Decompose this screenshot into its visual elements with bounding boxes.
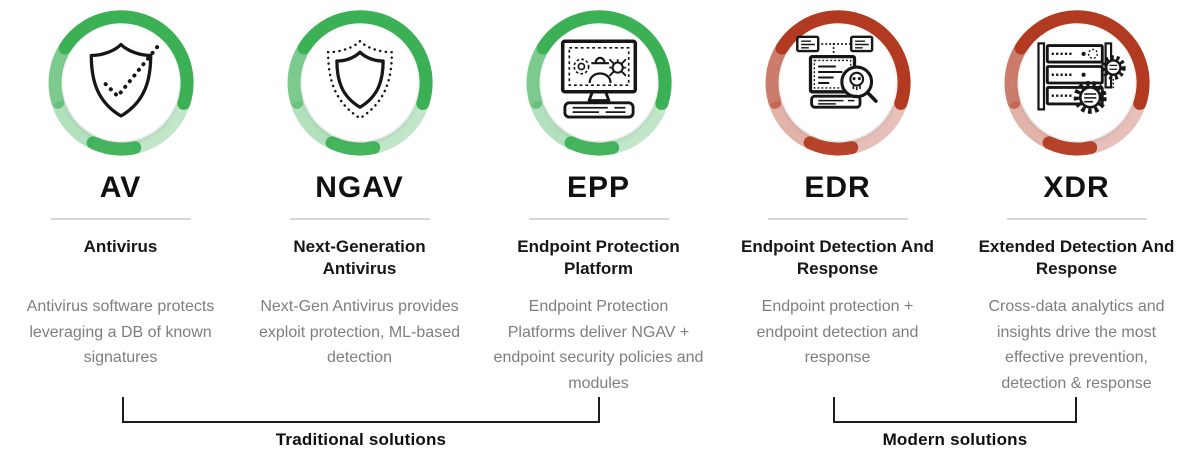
- acronym-title: XDR: [1043, 171, 1110, 204]
- divider-line: [289, 218, 430, 220]
- solution-column-edr: EDR Endpoint Detection And Response Endp…: [723, 8, 952, 396]
- monitor-threat-scan-icon: [560, 39, 637, 119]
- edr-ring-badge: [763, 8, 913, 158]
- progress-ring: [287, 10, 433, 156]
- solution-column-av: AV Antivirus Antivirus software protects…: [6, 8, 235, 396]
- solution-name: Extended Detection And Response: [978, 237, 1175, 279]
- acronym-title: EPP: [566, 171, 631, 204]
- solution-name: Endpoint Detection And Response: [741, 237, 934, 279]
- shield-check-icon: [89, 42, 160, 118]
- solution-column-ngav: NGAV Next-Generation Antivirus Next-Gen …: [245, 8, 474, 396]
- acronym-title: EDR: [804, 171, 871, 204]
- solution-description: Endpoint Protection Platforms deliver NG…: [493, 298, 704, 392]
- divider-line: [1006, 218, 1147, 220]
- traditional-solutions-label: Traditional solutions: [275, 430, 447, 449]
- divider-line: [50, 218, 191, 220]
- divider-line: [767, 218, 908, 220]
- ngav-ring-badge: [285, 8, 435, 158]
- solution-name: Next-Generation Antivirus: [293, 237, 426, 279]
- acronym-title: NGAV: [315, 171, 404, 204]
- solution-description: Cross-data analytics and insights drive …: [988, 298, 1165, 392]
- epp-ring-badge: [524, 8, 674, 158]
- modern-solutions-label: Modern solutions: [882, 430, 1028, 449]
- acronym-title: AV: [99, 171, 142, 204]
- solution-column-xdr: XDR Extended Detection And Response Cros…: [962, 8, 1191, 396]
- traditional-solutions-bracket: [122, 397, 600, 423]
- solution-description: Next-Gen Antivirus provides exploit prot…: [259, 298, 460, 367]
- solution-description: Antivirus software protects leveraging a…: [26, 298, 215, 367]
- xdr-ring-badge: [1002, 8, 1152, 158]
- solution-description: Endpoint protection + endpoint detection…: [756, 298, 919, 367]
- solution-name: Endpoint Protection Platform: [517, 237, 680, 279]
- solution-name: Antivirus: [83, 237, 158, 256]
- divider-line: [528, 218, 669, 220]
- server-gears-icon: [1036, 42, 1126, 114]
- modern-solutions-bracket: [833, 397, 1077, 423]
- layered-shield-icon: [326, 39, 393, 120]
- solution-column-epp: EPP Endpoint Protection Platform Endpoin…: [484, 8, 713, 396]
- progress-ring: [765, 10, 911, 156]
- monitor-skull-search-icon: [795, 35, 878, 109]
- av-ring-badge: [46, 8, 196, 158]
